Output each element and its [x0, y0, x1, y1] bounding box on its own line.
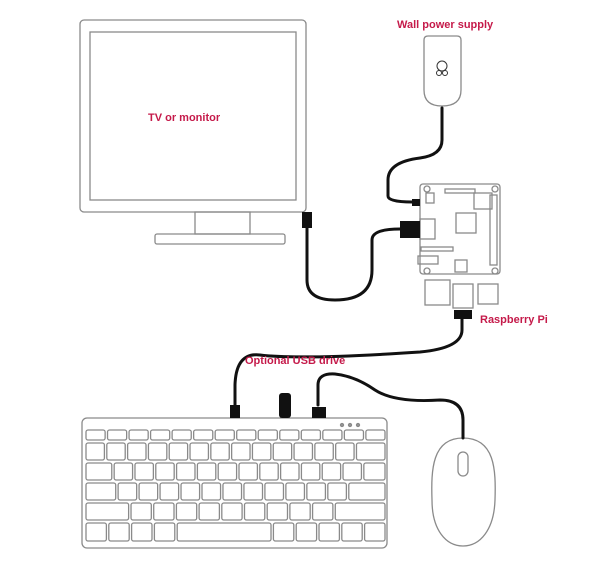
keyboard-key: [318, 522, 341, 542]
keyboard-key: [221, 502, 243, 521]
keyboard-key: [257, 429, 279, 441]
connectors: [230, 199, 472, 418]
keyboard-key: [306, 482, 327, 501]
keyboard-key: [230, 442, 251, 461]
keyboard-key: [85, 462, 113, 481]
keyboard-key: [279, 429, 300, 441]
keyboard-key: [108, 522, 130, 542]
keyboard-key: [198, 502, 221, 521]
keyboard-key: [285, 482, 306, 501]
keyboard-key: [85, 482, 117, 501]
keyboard-key: [341, 522, 363, 542]
keyboard-key: [348, 482, 386, 501]
keyboard-key: [171, 429, 192, 441]
power-supply-label: Wall power supply: [397, 19, 494, 31]
keyboard-key: [153, 522, 176, 542]
keyboard-key: [128, 429, 149, 441]
power-supply: [423, 35, 462, 107]
keyboard-key: [272, 522, 295, 542]
keyboard-key: [243, 502, 266, 521]
mouse-cable: [316, 372, 465, 440]
keyboard-key: [251, 442, 272, 461]
keyboard-key: [321, 462, 342, 481]
keyboard-key: [272, 442, 293, 461]
keyboard-key: [175, 462, 196, 481]
keyboard-key: [201, 482, 222, 501]
keyboard-key: [300, 429, 322, 441]
keyboard-key: [259, 462, 279, 481]
keyboard-key: [289, 502, 311, 521]
raspberry-pi-board: [417, 183, 501, 309]
keyboard-cable: [233, 316, 464, 407]
monitor-label: TV or monitor: [148, 112, 221, 124]
keyboard-key: [147, 442, 168, 461]
keyboard-key: [279, 462, 300, 481]
keyboard-key: [342, 462, 363, 481]
keyboard-key: [243, 482, 264, 501]
keyboard-key: [149, 429, 171, 441]
keyboard-key: [85, 522, 108, 542]
keyboard-key: [300, 462, 321, 481]
keyboard-key: [117, 482, 138, 501]
keyboard-key: [217, 462, 238, 481]
keyboard-key: [113, 462, 134, 481]
keyboard-key: [138, 482, 159, 501]
keyboard-key: [335, 442, 355, 461]
keyboard-key: [85, 502, 130, 521]
mouse: [431, 437, 496, 547]
keyboard-key: [365, 429, 386, 441]
keyboard: [81, 417, 388, 549]
keyboard-key: [264, 482, 285, 501]
keyboard-key: [168, 442, 189, 461]
keyboard-key: [314, 442, 334, 461]
keyboard-key: [266, 502, 289, 521]
keyboard-key: [196, 462, 217, 481]
keyboard-key: [210, 442, 230, 461]
monitor: [79, 19, 307, 245]
keyboard-key: [363, 522, 386, 542]
keyboard-key: [180, 482, 201, 501]
keyboard-key: [126, 442, 147, 461]
usb-drive: [279, 393, 291, 418]
keyboard-key: [176, 522, 272, 542]
keyboard-key: [295, 522, 318, 542]
keyboard-key: [343, 429, 365, 441]
keyboard-key: [363, 462, 386, 481]
power-cable: [386, 106, 444, 204]
keyboard-key: [222, 482, 243, 501]
keyboard-key: [236, 429, 257, 441]
keyboard-key: [214, 429, 235, 441]
keyboard-key: [106, 442, 126, 461]
keyboard-key: [130, 522, 153, 542]
keyboard-key: [155, 462, 175, 481]
cables: [233, 106, 465, 440]
keyboard-key: [85, 442, 106, 461]
raspberry-logo-icon: [436, 60, 448, 76]
keyboard-key: [311, 502, 334, 521]
keyboard-key: [134, 462, 155, 481]
keyboard-key: [334, 502, 386, 521]
keyboard-key: [355, 442, 386, 461]
keyboard-key: [85, 429, 106, 441]
keyboard-key: [106, 429, 128, 441]
keyboard-key: [327, 482, 348, 501]
keyboard-key: [322, 429, 343, 441]
keyboard-key: [175, 502, 198, 521]
keyboard-key: [238, 462, 259, 481]
keyboard-key: [293, 442, 314, 461]
keyboard-key: [153, 502, 175, 521]
keyboard-key: [130, 502, 152, 521]
hdmi-cable: [305, 226, 402, 302]
keyboard-key: [189, 442, 210, 461]
keyboard-key: [192, 429, 214, 441]
raspberry-pi-label: Raspberry Pi: [480, 314, 548, 326]
keyboard-key: [159, 482, 180, 501]
usb-drive-label: Optional USB drive: [245, 355, 346, 367]
